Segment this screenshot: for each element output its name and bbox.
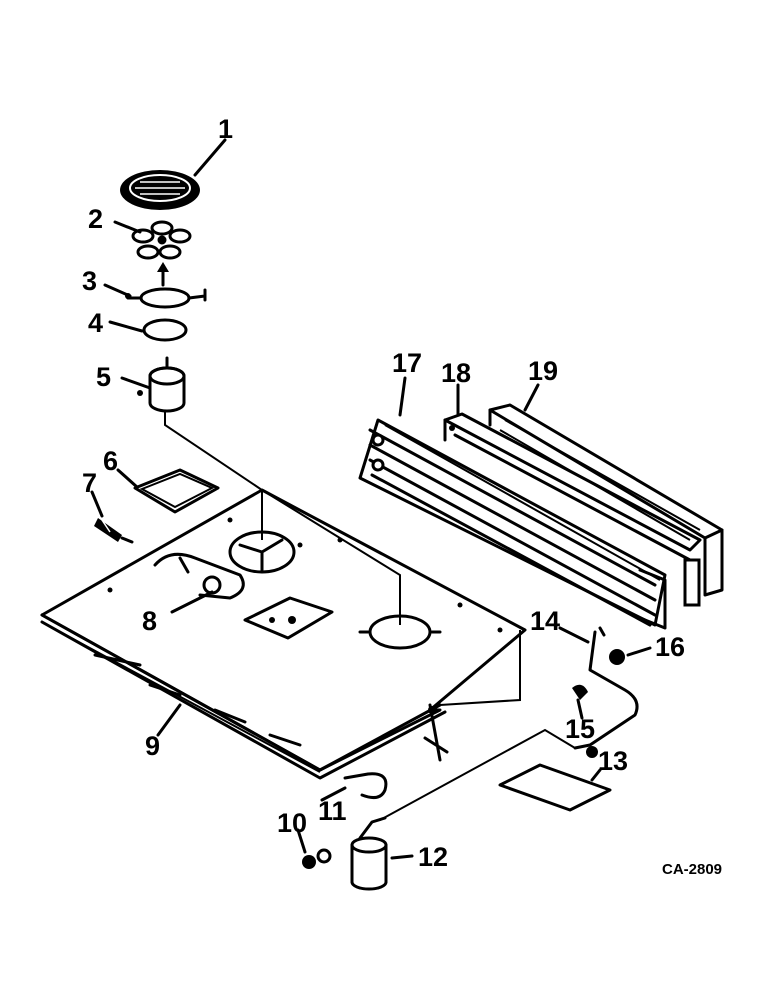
part-2-fan-blade [131, 220, 192, 260]
leader-19 [523, 383, 540, 412]
part-3-motor-bracket [125, 262, 207, 309]
leader-13 [590, 768, 602, 782]
leader-15 [576, 698, 584, 720]
part-11-u-clip [343, 772, 388, 800]
leader-8 [170, 590, 214, 614]
part-13-plate [498, 746, 612, 812]
callout-15: 15 [565, 714, 595, 744]
harness-wire [261, 489, 401, 625]
line-to-drier [379, 728, 576, 821]
leader-12 [390, 854, 414, 860]
callout-1: 1 [218, 114, 233, 144]
callout-14: 14 [530, 606, 560, 636]
callout-11: 11 [318, 796, 347, 826]
leader-10 [296, 828, 307, 854]
callout-17: 17 [392, 348, 422, 378]
part-5-motor [137, 356, 186, 413]
leader-14 [558, 626, 590, 644]
leader-7 [90, 490, 104, 518]
leader-16 [626, 646, 652, 657]
callout-19: 19 [528, 356, 558, 386]
callout-6: 6 [103, 446, 118, 476]
part-9-base-pan [40, 488, 527, 780]
leader-6 [116, 468, 139, 489]
part-7-plug [94, 518, 134, 544]
leader-9 [156, 703, 182, 737]
part-17-condenser-coil [358, 418, 667, 630]
callout-2: 2 [88, 204, 103, 234]
part-18-bracket [443, 412, 702, 562]
part-8-duct [153, 552, 245, 600]
callout-18: 18 [441, 358, 471, 388]
leader-5 [120, 376, 152, 390]
part-6-cover-plate [133, 468, 220, 514]
part-19-shroud [488, 403, 724, 607]
leader-1 [193, 138, 227, 177]
callout-4: 4 [88, 308, 103, 338]
callout-5: 5 [96, 362, 111, 392]
callout-13: 13 [598, 746, 628, 776]
drawing-number: CA-2809 [662, 861, 722, 878]
callout-3: 3 [82, 266, 97, 296]
leader-17 [398, 376, 407, 417]
callout-7: 7 [82, 468, 97, 498]
part-14-line [573, 626, 639, 750]
part-4-ring [142, 318, 188, 342]
leader-3 [103, 283, 132, 298]
part-12-receiver-drier [350, 816, 388, 891]
part-1-grille [120, 170, 200, 210]
callout-16: 16 [655, 632, 685, 662]
part-16-fitting [609, 649, 625, 665]
motor-wire [164, 410, 263, 540]
callout-9: 9 [145, 731, 160, 761]
callout-8: 8 [142, 606, 157, 636]
part-10-nut [302, 848, 332, 869]
callout-10: 10 [277, 808, 307, 838]
leader-11 [320, 786, 347, 802]
leader-2 [113, 220, 142, 234]
part-15-clamp [572, 684, 588, 700]
callout-12: 12 [418, 842, 448, 872]
leader-4 [108, 320, 144, 333]
